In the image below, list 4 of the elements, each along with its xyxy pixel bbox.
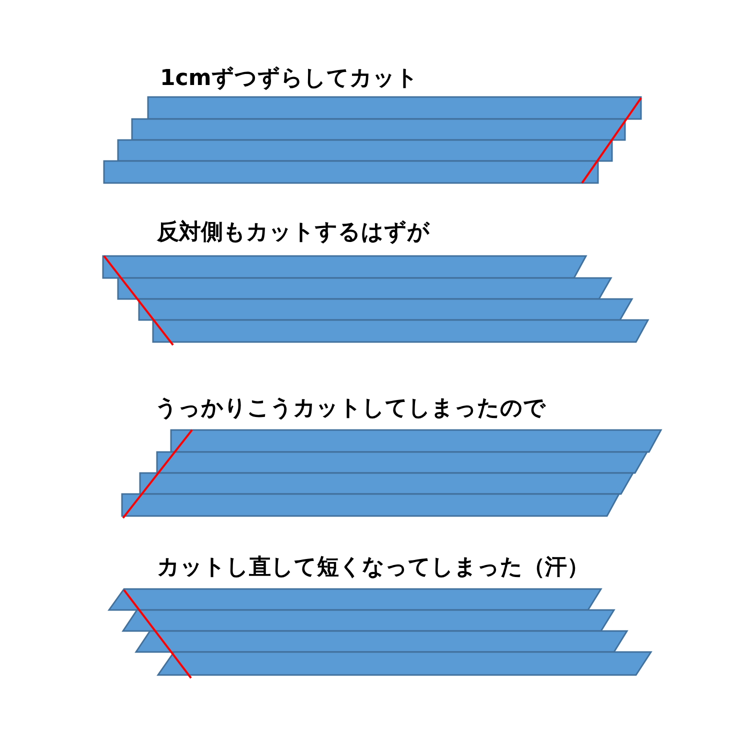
caption-text: 1cmずつずらしてカット [160, 66, 418, 92]
caption-text: うっかりこうカットしてしまったので [155, 396, 546, 422]
caption-text: 反対側もカットするはずが [157, 220, 430, 246]
caption-text: カットし直して短くなってしまった（汗） [157, 555, 589, 581]
